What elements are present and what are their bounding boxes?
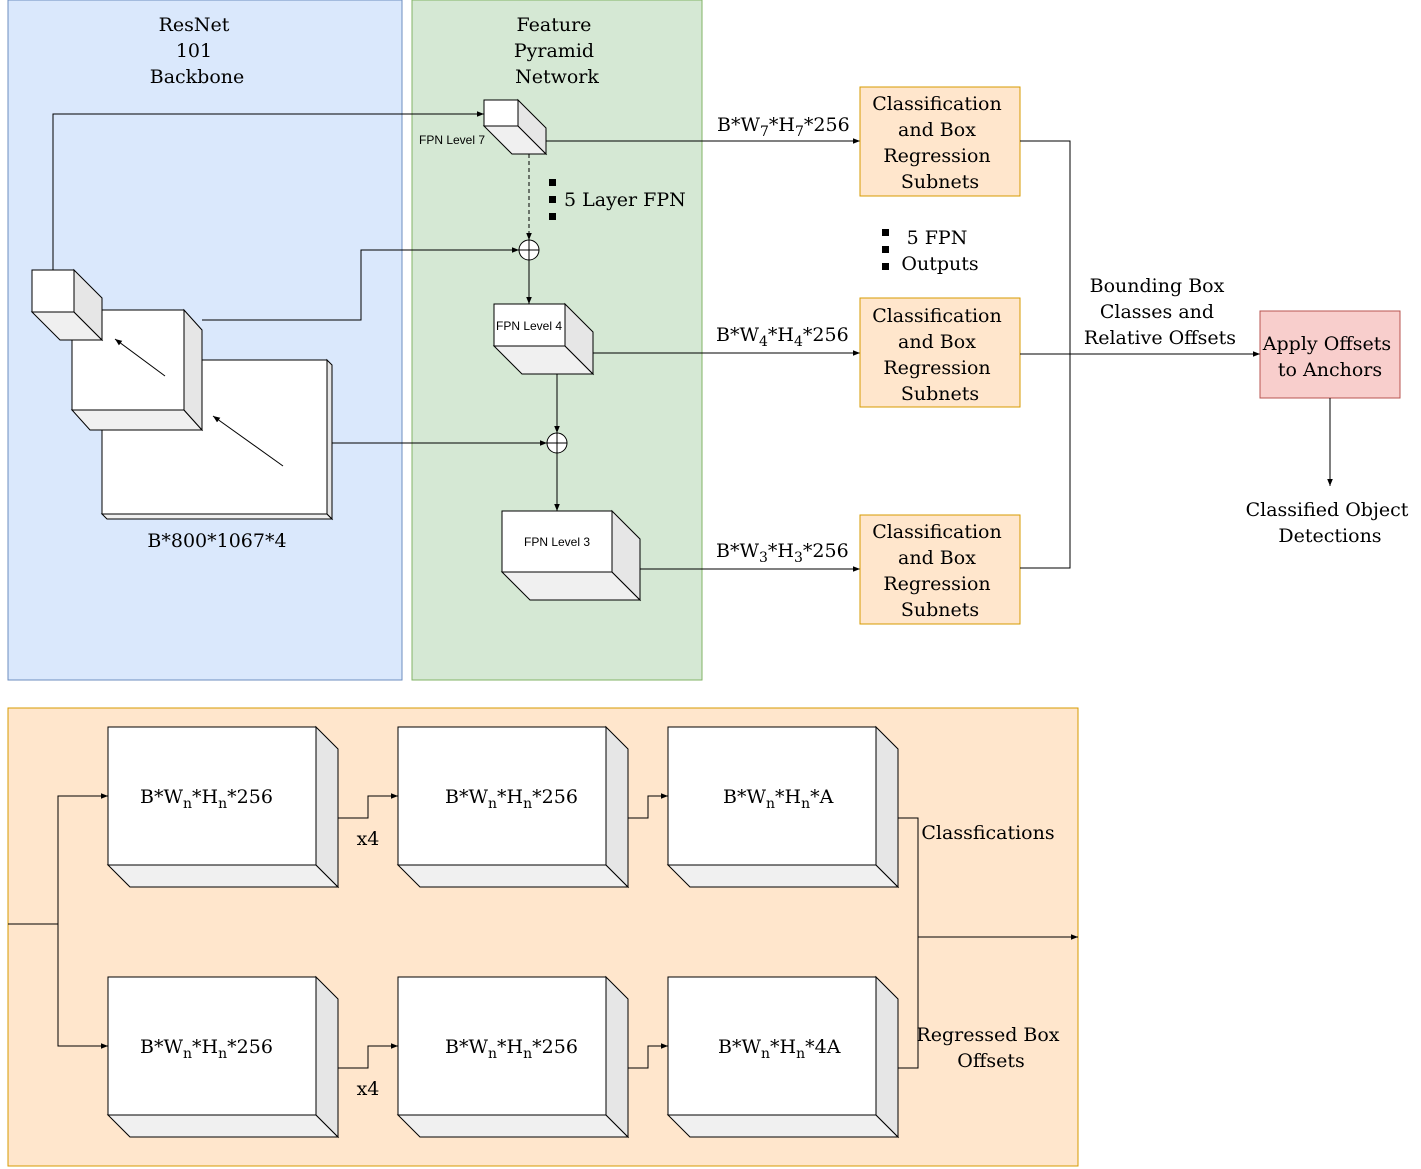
svg-text:Classification and Box: Classification and Box Regression Subnet… <box>872 93 1008 193</box>
detail-split-to-cls-arrow <box>57 793 108 924</box>
fpn-level3-cube <box>500 509 642 602</box>
top-feature-to-level7-arrow <box>52 111 484 270</box>
reg-row-shape-2: B*Wn*Hn*256 <box>445 1036 578 1062</box>
detections-label: Classified Object Detections <box>1246 499 1415 547</box>
fpn-level7-cube <box>482 98 548 156</box>
subnet-box-level7: Classification and Box Regression Subnet… <box>859 86 1021 197</box>
input-size-label: B*800*1067*4 <box>147 530 286 552</box>
reg-row-shape-1: B*Wn*Hn*256 <box>140 1036 273 1062</box>
downsample-arrow-2 <box>114 338 166 377</box>
fpn-ellipsis-icon <box>549 179 556 220</box>
add-node-upper-icon <box>518 239 540 261</box>
reg-cube1-to-cube2-arrow <box>338 1043 398 1069</box>
downsample-arrow-1 <box>212 415 284 467</box>
subnet-box-level4: Classification and Box Regression Subnet… <box>859 297 1021 408</box>
regressed-offsets-label: Regressed Box Offsets <box>916 1024 1065 1072</box>
detail-output-merge-line <box>898 817 919 1069</box>
classifications-label: Classfications <box>921 822 1054 844</box>
outputs-ellipsis-icon <box>882 229 889 270</box>
cls-repeat-label: x4 <box>357 828 380 850</box>
cls-row-shape-2: B*Wn*Hn*256 <box>445 786 578 812</box>
fpn-level3-label: FPN Level 3 <box>524 535 590 549</box>
svg-text:Apply Offsets to Anchors: Apply Offsets to Anchors <box>1262 333 1397 381</box>
cls-row-shape-1: B*Wn*Hn*256 <box>140 786 273 812</box>
detail-split-to-reg-arrow <box>57 924 108 1049</box>
reg-cube2-to-cube3-arrow <box>628 1043 668 1069</box>
add-node-lower-icon <box>546 432 568 454</box>
reg-repeat-label: x4 <box>357 1078 380 1100</box>
cls-cube1-to-cube2-arrow <box>338 793 398 819</box>
fpn-title: Feature Pyramid Network <box>514 14 600 88</box>
fpn-level4-cube <box>492 302 595 376</box>
apply-offsets-box: Apply Offsets to Anchors <box>1259 310 1401 399</box>
svg-text:Classification and Box: Classification and Box Regression Subnet… <box>872 521 1008 621</box>
reg-row-cube-3 <box>666 975 900 1139</box>
level7-output-shape: B*W7*H7*256 <box>717 114 850 140</box>
fpn-layers-note: 5 Layer FPN <box>564 189 686 211</box>
reg-row-shape-3: B*Wn*Hn*4A <box>718 1036 841 1062</box>
level3-output-shape: B*W3*H3*256 <box>716 540 849 566</box>
mid-feature-to-add-arrow <box>202 247 519 321</box>
cls-row-shape-3: B*Wn*Hn*A <box>723 786 834 812</box>
bbox-label: Bounding Box Classes and Relative Offset… <box>1084 275 1236 349</box>
outputs-note: 5 FPN Outputs <box>901 227 978 275</box>
fpn-level4-label: FPN Level 4 <box>496 319 562 333</box>
reg-row-cube-2 <box>396 975 630 1139</box>
cls-row-cube-1 <box>106 725 340 889</box>
cls-row-cube-3 <box>666 725 900 889</box>
level4-output-shape: B*W4*H4*256 <box>716 324 849 350</box>
backbone-top-cube <box>30 268 104 342</box>
cls-row-cube-2 <box>396 725 630 889</box>
fpn-level7-label: FPN Level 7 <box>419 133 485 147</box>
svg-text:Classification and Box: Classification and Box Regression Subnet… <box>872 305 1008 405</box>
backbone-title: ResNet 101 Backbone <box>150 14 245 88</box>
cls-cube2-to-cube3-arrow <box>628 793 668 819</box>
subnet-box-level3: Classification and Box Regression Subnet… <box>859 514 1021 625</box>
reg-row-cube-1 <box>106 975 340 1139</box>
